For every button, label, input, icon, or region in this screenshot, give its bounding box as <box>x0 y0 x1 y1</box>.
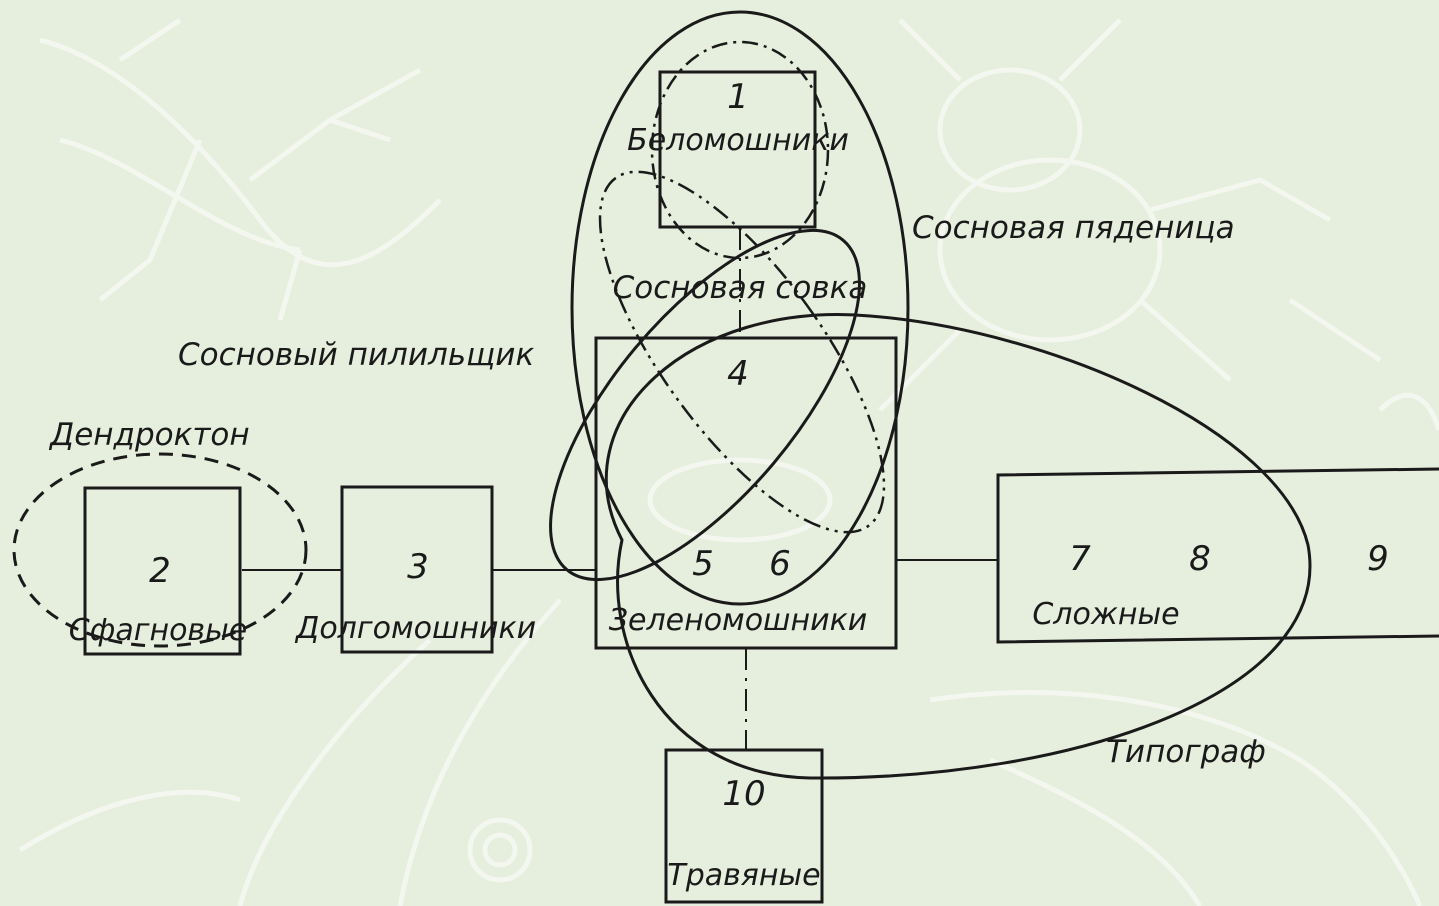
box-4-number: 4 <box>727 354 749 394</box>
range-sovka-wide <box>598 170 886 534</box>
boxes <box>83 70 1439 904</box>
box-10-name: Травяные <box>667 858 820 893</box>
box-9-number: 9 <box>1367 539 1389 579</box>
box-789 <box>996 467 1439 644</box>
box-2-name: Сфагновые <box>69 613 248 648</box>
range-dendrokton <box>12 452 308 648</box>
beetle-sketch <box>878 18 1439 431</box>
box-3-name: Долгомошники <box>294 611 536 646</box>
range-sovka-upper <box>650 40 830 260</box>
box-2 <box>83 486 242 656</box>
box-56 <box>594 336 898 650</box>
box-1-name: Беломошники <box>627 123 849 158</box>
pest-ranges <box>12 10 1312 780</box>
box-3 <box>340 485 494 654</box>
box-56-name: Зеленомошники <box>609 603 867 638</box>
pest-label-sovka: Сосновая совка <box>613 270 868 306</box>
range-tipograf <box>604 313 1312 780</box>
box-8-number: 8 <box>1189 539 1211 579</box>
pest-label-tipograf: Типограф <box>1106 734 1266 770</box>
pest-label-dendrokton: Дендроктон <box>48 417 250 453</box>
background-sketches <box>18 17 1439 906</box>
range-pyadenitsa <box>570 10 910 606</box>
pest-label-pyadenitsa: Сосновая пяденица <box>912 210 1235 246</box>
grasshopper-sketch <box>39 17 442 321</box>
moth-sketch <box>18 457 1423 906</box>
box-labels: 1 Беломошники 2 Сфагновые 3 Долгомошники… <box>69 77 1389 893</box>
range-pililshchik <box>549 228 861 582</box>
connectors <box>242 228 998 750</box>
pest-labels: Сосновая пяденица Сосновая совка Сосновы… <box>48 210 1266 770</box>
box-789-name: Сложные <box>1032 597 1179 632</box>
box-2-number: 2 <box>149 551 171 591</box>
pest-label-pililshchik: Сосновый пилильщик <box>178 337 534 373</box>
box-1 <box>658 70 817 229</box>
box-1-number: 1 <box>727 77 749 117</box>
box-7-number: 7 <box>1069 539 1091 579</box>
box-10 <box>664 748 824 904</box>
box-5-number: 5 <box>692 544 714 584</box>
box-3-number: 3 <box>407 547 429 587</box>
box-6-number: 6 <box>769 544 791 584</box>
box-10-number: 10 <box>722 774 765 814</box>
